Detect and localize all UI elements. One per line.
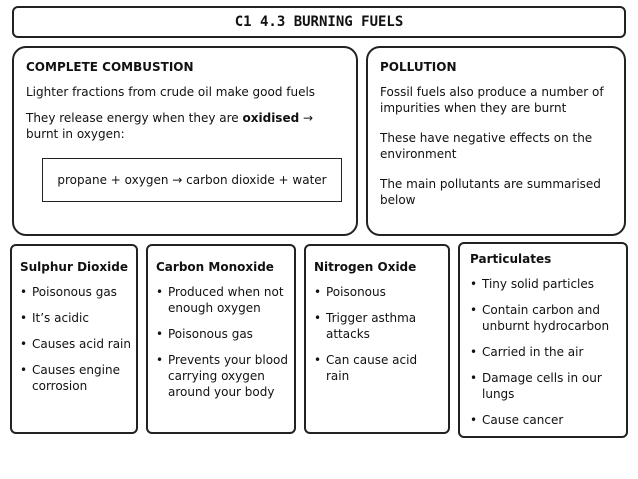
list-item: •Trigger asthma attacks [314, 311, 417, 341]
complete-combustion-panel: COMPLETE COMBUSTION Lighter fractions fr… [12, 46, 358, 236]
list-item: •Poisonous [314, 285, 386, 299]
combustion-equation-box: propane + oxygen → carbon dioxide + wate… [42, 158, 342, 202]
line2-pre: They release energy when they are [26, 111, 243, 125]
complete-combustion-line1: Lighter fractions from crude oil make go… [26, 85, 316, 99]
list-item: •Poisonous gas [20, 285, 117, 299]
list-item: •Can cause acid rain [314, 353, 418, 383]
card-sulphur-dioxide: Sulphur Dioxide •Poisonous gas •It’s aci… [10, 244, 138, 434]
card-list: •Poisonous gas •It’s acidic •Causes acid… [20, 284, 132, 394]
list-item: •Prevents your blood carrying oxygen aro… [156, 353, 288, 399]
list-item: •Tiny solid particles [470, 277, 595, 291]
list-item: •Contain carbon and unburnt hydrocarbon [470, 303, 610, 333]
oxidised-word: oxidised [242, 111, 300, 125]
list-item: •It’s acidic [20, 311, 89, 325]
list-item: •Damage cells in our lungs [470, 371, 602, 401]
pollution-line1: Fossil fuels also produce a number of im… [380, 85, 604, 115]
complete-combustion-heading: COMPLETE COMBUSTION [26, 60, 194, 74]
pollution-line2: These have negative effects on the envir… [380, 131, 593, 161]
pollution-line3: The main pollutants are summarised below [380, 177, 601, 207]
card-nitrogen-oxide: Nitrogen Oxide •Poisonous •Trigger asthm… [304, 244, 450, 434]
complete-combustion-line2: They release energy when they are oxidis… [26, 110, 346, 142]
pollution-heading: POLLUTION [380, 60, 457, 74]
card-carbon-monoxide: Carbon Monoxide •Produced when not enoug… [146, 244, 296, 434]
list-item: •Cause cancer [470, 413, 564, 427]
card-heading: Sulphur Dioxide [20, 260, 128, 274]
page-title: C1 4.3 BURNING FUELS [12, 6, 626, 38]
card-particulates: Particulates •Tiny solid particles •Cont… [458, 242, 628, 438]
card-list: •Poisonous •Trigger asthma attacks •Can … [314, 284, 444, 384]
card-heading: Particulates [470, 252, 552, 266]
card-heading: Nitrogen Oxide [314, 260, 417, 274]
list-item: •Produced when not enough oxygen [156, 285, 284, 315]
list-item: •Poisonous gas [156, 327, 253, 341]
page-title-text: C1 4.3 BURNING FUELS [234, 14, 404, 30]
line2-post: → burnt in oxygen: [26, 111, 314, 141]
list-item: •Causes engine corrosion [20, 363, 120, 393]
pollution-panel: POLLUTION Fossil fuels also produce a nu… [366, 46, 626, 236]
card-list: •Produced when not enough oxygen •Poison… [156, 284, 290, 400]
combustion-equation: propane + oxygen → carbon dioxide + wate… [57, 173, 327, 187]
card-heading: Carbon Monoxide [156, 260, 274, 274]
list-item: •Causes acid rain [20, 337, 131, 351]
list-item: •Carried in the air [470, 345, 584, 359]
card-list: •Tiny solid particles •Contain carbon an… [470, 276, 622, 428]
